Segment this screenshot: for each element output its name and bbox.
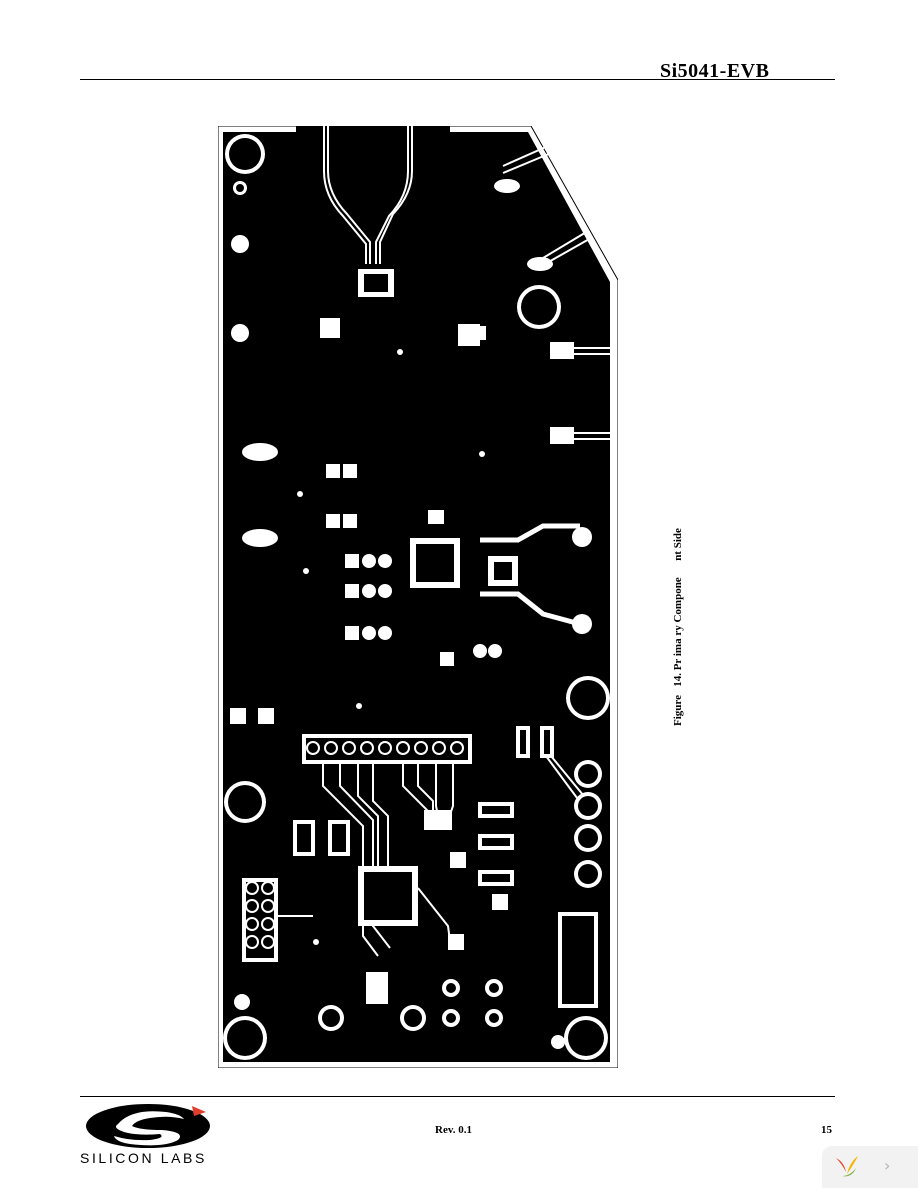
- page-number: 15: [821, 1124, 832, 1136]
- revision-label: Rev. 0.1: [435, 1124, 472, 1136]
- document-title: Si5041-EVB: [660, 60, 770, 82]
- header-rule: [80, 79, 835, 80]
- pcb-layout-figure: [218, 126, 618, 1068]
- logo-wordmark: SILICON LABS: [80, 1150, 207, 1166]
- viewer-widget[interactable]: ›: [822, 1146, 918, 1188]
- viewer-logo-icon: [836, 1156, 858, 1177]
- footer-rule: [80, 1096, 835, 1097]
- silicon-labs-logo-icon: [86, 1104, 210, 1148]
- chevron-right-icon[interactable]: ›: [884, 1156, 891, 1175]
- figure-caption: Figure 14. Pr ima ry Compone nt Side: [672, 528, 684, 726]
